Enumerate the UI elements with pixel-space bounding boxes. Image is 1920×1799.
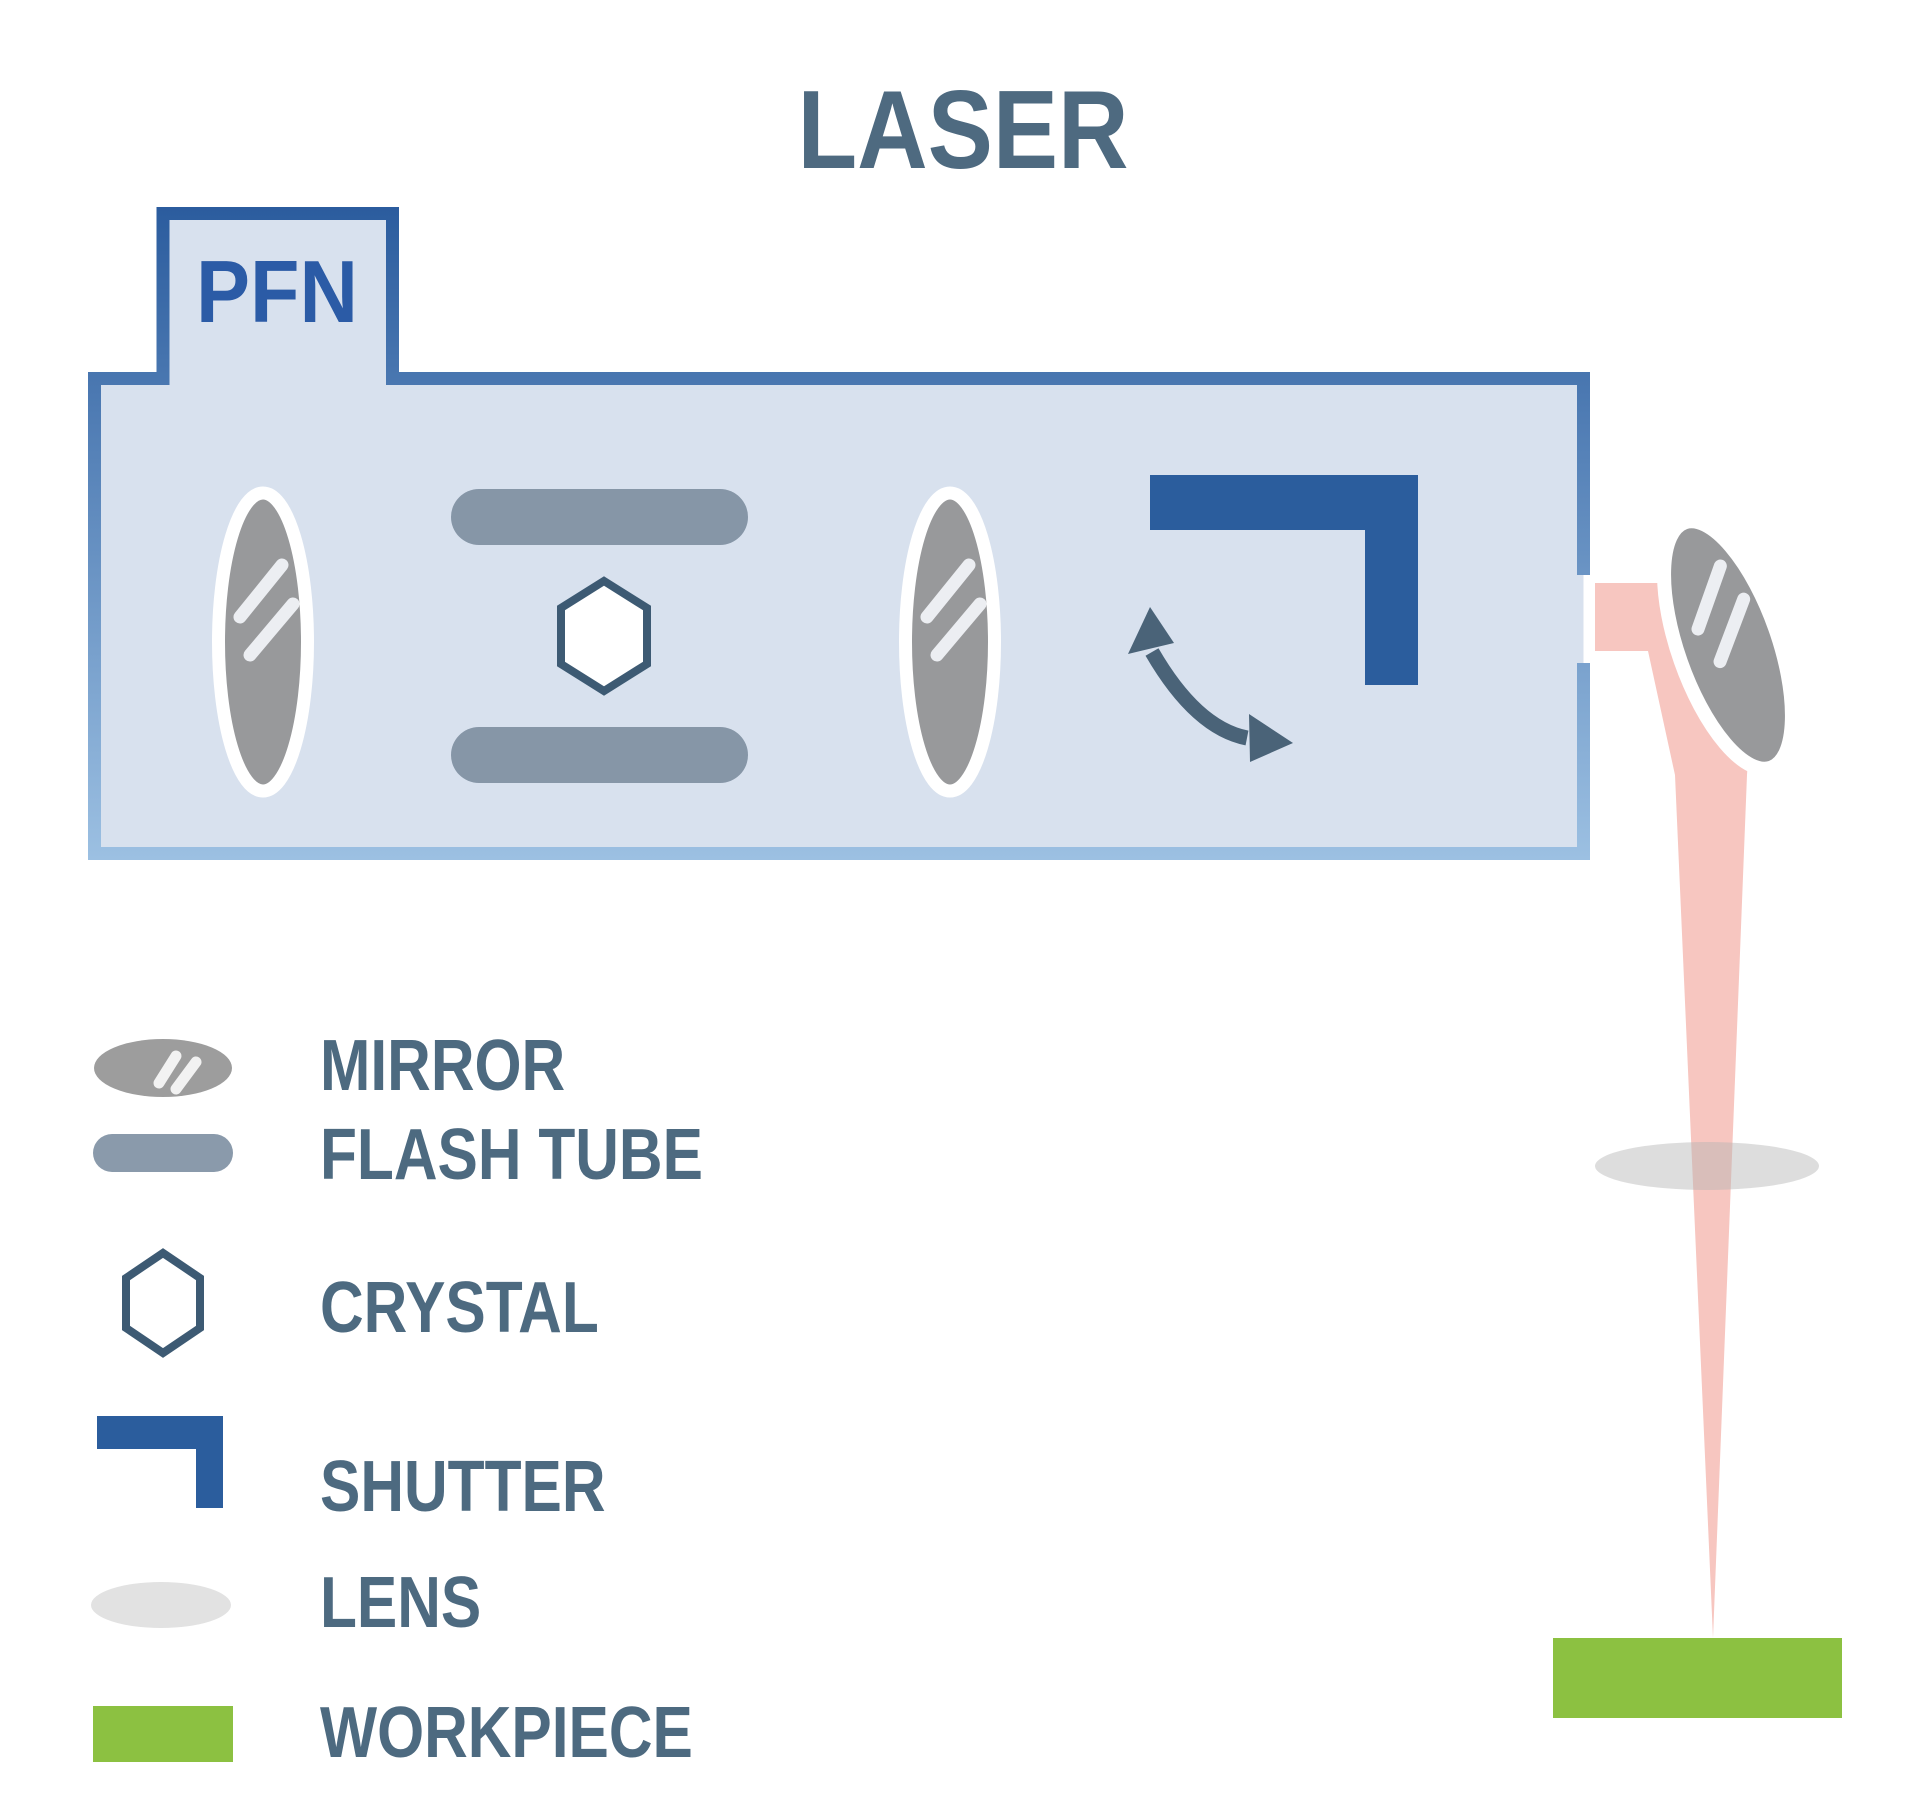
- output-mirror-icon: [899, 486, 1001, 798]
- legend-mirror-icon: [94, 1039, 232, 1097]
- page-title: LASER: [797, 68, 1128, 192]
- legend-workpiece-label: WORKPIECE: [320, 1693, 693, 1773]
- legend-mirror-label: MIRROR: [320, 1026, 565, 1106]
- legend-item-mirror: MIRROR: [94, 1026, 565, 1106]
- legend-shutter-label: SHUTTER: [320, 1447, 606, 1527]
- legend-item-shutter: SHUTTER: [97, 1416, 606, 1527]
- legend-workpiece-icon: [93, 1706, 233, 1762]
- legend: MIRROR FLASH TUBE CRYSTAL SHUTTER LENS W…: [91, 1026, 703, 1773]
- legend-flash-tube-label: FLASH TUBE: [320, 1115, 703, 1195]
- legend-lens-label: LENS: [320, 1563, 481, 1643]
- rear-mirror-icon: [212, 486, 314, 798]
- pfn-label: PFN: [196, 242, 358, 341]
- legend-shutter-icon: [97, 1416, 223, 1508]
- flash-tube-top-icon: [451, 489, 748, 545]
- steering-mirror-icon: [1657, 514, 1799, 776]
- legend-lens-icon: [91, 1582, 231, 1628]
- legend-crystal-label: CRYSTAL: [320, 1268, 599, 1348]
- flash-tube-bottom-icon: [451, 727, 748, 783]
- laser-beam: [1595, 583, 1760, 1638]
- legend-item-crystal: CRYSTAL: [122, 1248, 599, 1358]
- shutter-rotation-arrow-icon: [1128, 607, 1293, 762]
- laser-cavity-body: [94, 213, 1584, 854]
- legend-item-workpiece: WORKPIECE: [93, 1693, 693, 1773]
- legend-item-flash-tube: FLASH TUBE: [93, 1115, 703, 1195]
- lens-icon: [1595, 1142, 1819, 1190]
- workpiece-icon: [1553, 1638, 1842, 1718]
- laser-cavity-outline: [88, 207, 1590, 860]
- shutter-icon: [1150, 475, 1418, 685]
- legend-item-lens: LENS: [91, 1563, 481, 1643]
- crystal-icon: [557, 576, 651, 696]
- legend-crystal-icon: [122, 1248, 204, 1358]
- legend-flash-tube-icon: [93, 1134, 233, 1172]
